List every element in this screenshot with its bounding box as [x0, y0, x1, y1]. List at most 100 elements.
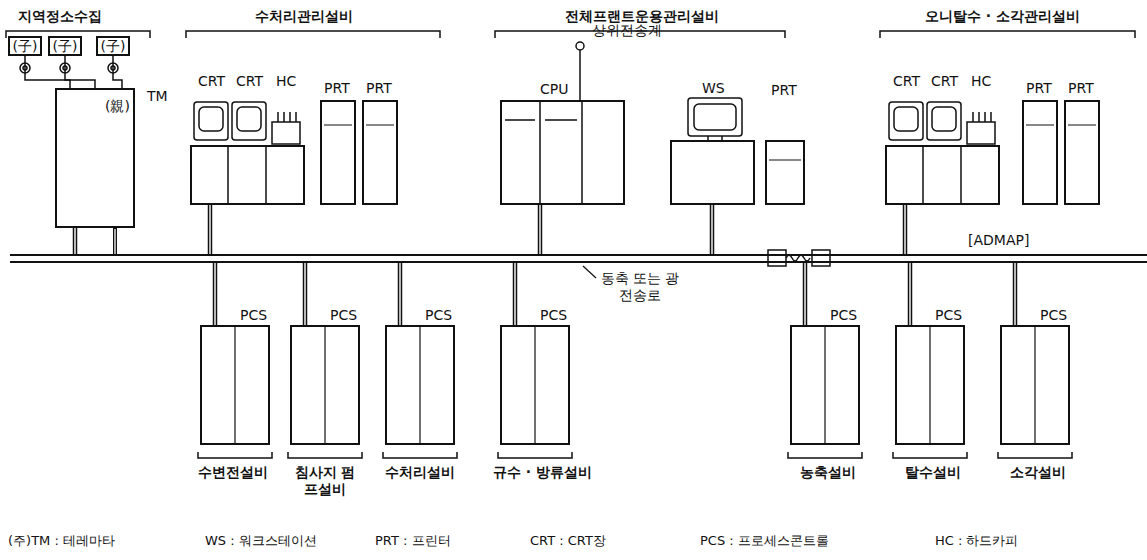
section-heading: 수처리관리설비 [255, 8, 353, 25]
connector-line [25, 56, 70, 88]
connector-line [904, 205, 905, 254]
abbreviation-note: WS : 워크스테이션 [205, 532, 317, 549]
header-bracket [880, 31, 1135, 38]
process-controller: PCS [385, 325, 455, 445]
crt-monitor [973, 112, 991, 122]
node-label: (子) [13, 38, 38, 54]
cpu-detail [505, 100, 582, 205]
group-bracket [893, 452, 967, 458]
crt-monitor [894, 107, 918, 131]
connector-line [710, 205, 715, 254]
connector [65, 56, 95, 88]
leader-line [583, 266, 596, 278]
connector-line [539, 205, 540, 254]
medium-label: 동축 또는 광전송로 [600, 270, 680, 304]
process-controller: PCS [200, 325, 270, 445]
connector-line [214, 263, 215, 325]
connector-line [909, 263, 910, 325]
operator-console: CRTCRTHC [885, 145, 1000, 205]
connector-line [303, 263, 308, 325]
cpu-detail [576, 42, 584, 50]
cpu-detail [505, 42, 584, 205]
node-label: CPU [540, 81, 568, 97]
leader-line [583, 266, 596, 278]
connector-line [711, 205, 712, 254]
node-label: (子) [53, 38, 78, 54]
optical-coupler [768, 250, 786, 266]
ws-monitor [688, 98, 742, 140]
connector [805, 263, 806, 325]
connector-line [514, 263, 515, 325]
slave-station: (子) [96, 36, 130, 56]
printer: PRT [1022, 100, 1058, 205]
connector [305, 263, 306, 325]
node-label: CRT [198, 73, 225, 89]
connector-line [804, 263, 805, 325]
connector-line [113, 56, 122, 88]
printer: PRT [320, 100, 356, 205]
crt-monitor [932, 107, 956, 131]
pcs-divider [235, 325, 1035, 445]
abbreviation-note: PRT : 프린터 [375, 532, 451, 549]
node-label: PCS [330, 307, 357, 323]
node-label: PCS [425, 307, 452, 323]
connector [712, 205, 713, 254]
header-bracket [186, 31, 440, 38]
node-label: CRT [236, 73, 263, 89]
process-controller: PCS [895, 325, 965, 445]
connector [215, 263, 216, 325]
connector [113, 56, 122, 88]
telemeter-cabinet: (親)TM [55, 88, 135, 228]
node-label: PCS [830, 307, 857, 323]
connector-line [213, 263, 218, 325]
node-label: PRT [771, 82, 797, 98]
slave-station: (子) [48, 36, 82, 56]
pcs-divider [235, 325, 1035, 445]
antenna-symbol [20, 63, 118, 73]
optical-coupler [768, 250, 830, 266]
process-controller: PCS [1000, 325, 1070, 445]
section-heading: 지역정소수집 [18, 8, 102, 25]
connector [515, 263, 516, 325]
group-bracket [288, 452, 362, 458]
node-label: CRT [893, 73, 920, 89]
abbreviation-note: (주)TM : 테레마타 [8, 532, 115, 549]
connector [910, 263, 911, 325]
node-label: [ADMAP] [968, 232, 1029, 248]
ws-monitor [688, 98, 742, 136]
group-bracket [498, 452, 572, 458]
printer: PRT [765, 140, 805, 205]
connector-line [538, 205, 543, 254]
connector-line [903, 205, 908, 254]
node-label: (親) [105, 98, 130, 114]
network-bus: [ADMAP] [10, 254, 1147, 263]
tm-leg [114, 229, 115, 255]
connector [25, 56, 70, 88]
workstation: WS [670, 140, 755, 205]
crt-monitor [232, 102, 266, 140]
crt-monitor [228, 145, 266, 205]
connector-line [908, 263, 913, 325]
node-label: PRT [324, 80, 350, 96]
uplink-label: 상위전송계 [592, 22, 662, 39]
node-label: PRT [1068, 80, 1094, 96]
facility-label: 수변전설비 [198, 464, 268, 481]
connector-line [304, 263, 305, 325]
node-label: HC [276, 73, 296, 89]
abbreviation-note: CRT : CRT장 [530, 532, 606, 549]
crt-monitor [199, 107, 223, 131]
crt-monitor [967, 122, 995, 144]
facility-label: 소각설비 [1010, 464, 1066, 481]
process-controller: PCS [500, 325, 570, 445]
facility-label: 탈수설비 [905, 464, 961, 481]
operator-console: CRTCRTHC [190, 145, 305, 205]
connector-line [513, 263, 518, 325]
crt-monitor [194, 102, 228, 140]
crt-monitor [272, 122, 300, 144]
slave-station: (子) [8, 36, 42, 56]
header-bracket [6, 31, 1135, 38]
connector-line [208, 205, 213, 254]
group-bracket [198, 452, 1072, 458]
process-controller: PCS [790, 325, 860, 445]
group-bracket [383, 452, 457, 458]
